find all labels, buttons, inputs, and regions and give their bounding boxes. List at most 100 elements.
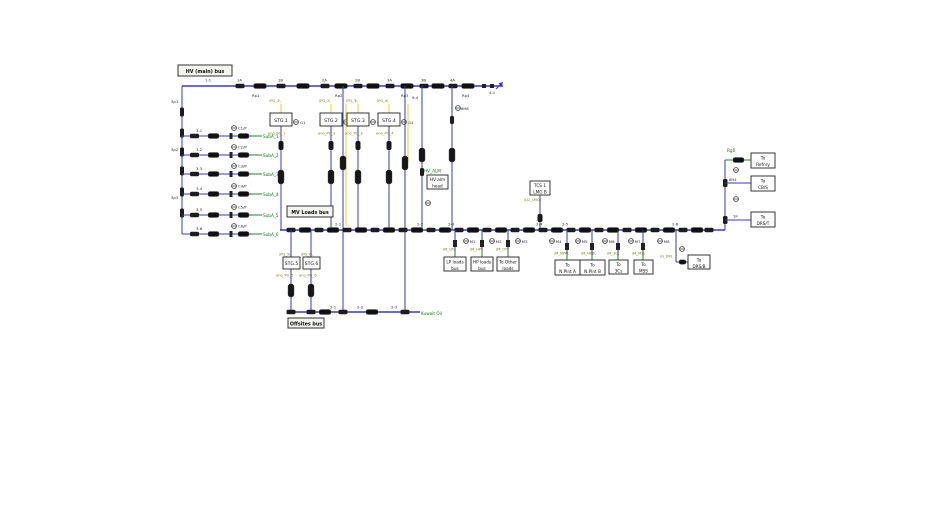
offsites-bus-label-box[interactable] [287,317,325,329]
transformer[interactable] [339,155,347,171]
svg-text:head: head [432,184,443,189]
svg-text:TP: TP [732,214,738,219]
load-branch-nplant-a[interactable]: \M_NPA\ To N.Plnt A [554,230,581,276]
signal-label: \G_DR\ [660,255,673,259]
svg-text:3-4: 3-4 [196,186,203,191]
load-box [443,256,467,272]
generator-stg3[interactable]: STG.3 \PG_3\ ano_PG_3 G3 [345,99,383,230]
svg-text:To: To [589,263,595,268]
export-box [750,152,776,169]
load-branch-3cs[interactable]: \M_3C\ To 3Cs [607,230,629,275]
load-branch-lp[interactable]: \M_LP\ LP loads bus [443,230,467,272]
rg-tag: Rg0 [727,148,736,153]
export-branch-drst[interactable]: TP To DRS/T [725,211,776,228]
mv-bus-label: MV Loads bus [291,210,329,216]
svg-text:Rp4: Rp4 [462,93,470,98]
mv-bus-section: MV Loads bus 2-1 2-2 2-3 2-4 [280,205,725,244]
transformer[interactable] [401,155,409,171]
svg-text:G4: G4 [408,120,414,125]
signal-label: \M_OT\ [496,248,509,252]
mv-bus-nodes[interactable] [286,227,714,233]
substation-label: SubA_2 [263,153,279,158]
load-branch-mss[interactable]: \M_MS\ To MSS [632,230,654,275]
svg-text:LP loads: LP loads [446,260,463,265]
feeder-branch-5[interactable]: 3-5 C5/P SubA_5 [182,204,279,219]
mv-bus-breakers[interactable] [298,227,704,233]
hv-bus-label-box[interactable] [177,64,233,77]
transformer [287,283,295,298]
load-branch-nplant-b[interactable]: \M_NPB\ To N.Plnt B [579,230,606,276]
svg-text:STG.5: STG.5 [285,261,299,267]
svg-text:2-3: 2-3 [448,222,455,227]
signal-label: \M_3C\ [607,252,620,256]
svg-text:To: To [640,262,646,267]
load-branch-hp[interactable]: \M_HP\ HP loads bus [470,230,494,272]
svg-text:2-3: 2-3 [391,305,398,310]
svg-text:bus: bus [451,266,459,271]
generator-box [269,112,293,127]
svg-text:To: To [564,263,570,268]
transformer[interactable] [448,147,456,163]
svg-text:M8: M8 [664,239,670,244]
mv-bus-meters: M1 M2 M3 M4 M5 M6 M7 M8 [463,238,670,244]
hv-bus-end-arrow [482,82,503,90]
substation-label: SubA_4 [263,192,279,197]
svg-text:M3: M3 [522,239,528,244]
signal-label: \PG_1\ [269,99,281,103]
svg-text:C6/P: C6/P [238,224,247,229]
svg-text:C5/P: C5/P [238,205,247,210]
feeder-branch-2[interactable]: 3-2 C2/P SubA_2 [182,144,279,159]
svg-text:C2/P: C2/P [238,145,247,150]
feeder-branch-3[interactable]: 3-3 C3/P SubA_3 [182,163,279,178]
feeder-branch-1[interactable]: 3-1 C1/P SubA_1 [182,125,279,140]
mv-bus-tags: 2-1 2-2 2-3 2-4 2-5 2-6 [335,222,679,227]
svg-text:9-4: 9-4 [412,95,419,100]
feeder-branch-4[interactable]: 3-4 C4/P SubA_4 [182,183,279,198]
svg-text:2-1: 2-1 [335,222,342,227]
load-box [687,254,711,270]
signal-label: \LD_LMG\ [524,198,542,202]
signal-label: ano_PG_6 [299,274,317,278]
svg-text:DRS/T: DRS/T [757,221,770,226]
svg-text:STG.6: STG.6 [305,261,319,267]
left-column-junctions[interactable] [180,107,184,218]
generator-box [346,112,370,127]
load-branch-drs[interactable]: \G_DR\ To DRS/B [660,230,711,270]
svg-text:3Cs: 3Cs [615,268,623,273]
mv-bus-label-box[interactable] [286,205,334,218]
svg-text:G1: G1 [300,120,306,125]
svg-text:1A: 1A [237,78,242,83]
offsites-bus-nodes[interactable] [286,309,410,315]
left-column-tag: 3p1 [171,99,179,104]
svg-text:To: To [760,156,766,161]
hv-bus-breakers[interactable] [253,83,475,89]
signal-label: \M_LP\ [443,248,455,252]
svg-text:Rp1: Rp1 [252,93,260,98]
svg-text:C4/P: C4/P [238,184,247,189]
feeder-branch-6[interactable]: 3-6 C6/P SubA_6 [182,223,279,238]
svg-text:STG.2: STG.2 [324,118,338,124]
generator-stg6[interactable]: \PG_6\ STG.6 ano_PG_6 [299,230,321,312]
signal-label: \PG_5\ [279,253,291,257]
tcs-block[interactable]: TCS 1 LMG B \LD_LMG\ [524,180,551,230]
left-column-tag: 3p3 [171,195,179,200]
transformer[interactable] [418,147,426,163]
svg-text:M6: M6 [609,239,615,244]
svg-text:2A: 2A [322,78,327,83]
svg-text:4-1: 4-1 [489,90,496,95]
generator-stg5[interactable]: \PG_5\ STG.5 ano_PG_5 [276,230,301,312]
svg-text:Rp2: Rp2 [335,93,343,98]
svg-text:3A: 3A [387,78,392,83]
export-branch-refinery[interactable]: Rg0 To Refnry [725,148,776,169]
signal-label: ano_PG_3 [345,132,363,136]
signal-label: ano_PG_1 [268,132,286,136]
load-branch-other[interactable]: \M_OT\ To Other loads [496,230,520,272]
export-branch-cbs[interactable]: 8H4 To CB/S [725,175,776,192]
offsites-bus-breakers[interactable] [318,309,379,315]
hv-bus-nodes[interactable] [235,83,458,89]
signal-label: \M_NPA\ [554,252,569,256]
hv-alarm-block[interactable]: HV_ALM HV alm head [424,169,449,190]
generator-stg1[interactable]: STG.1 \PG_1\ ano_PG_1 G1 [268,99,306,230]
